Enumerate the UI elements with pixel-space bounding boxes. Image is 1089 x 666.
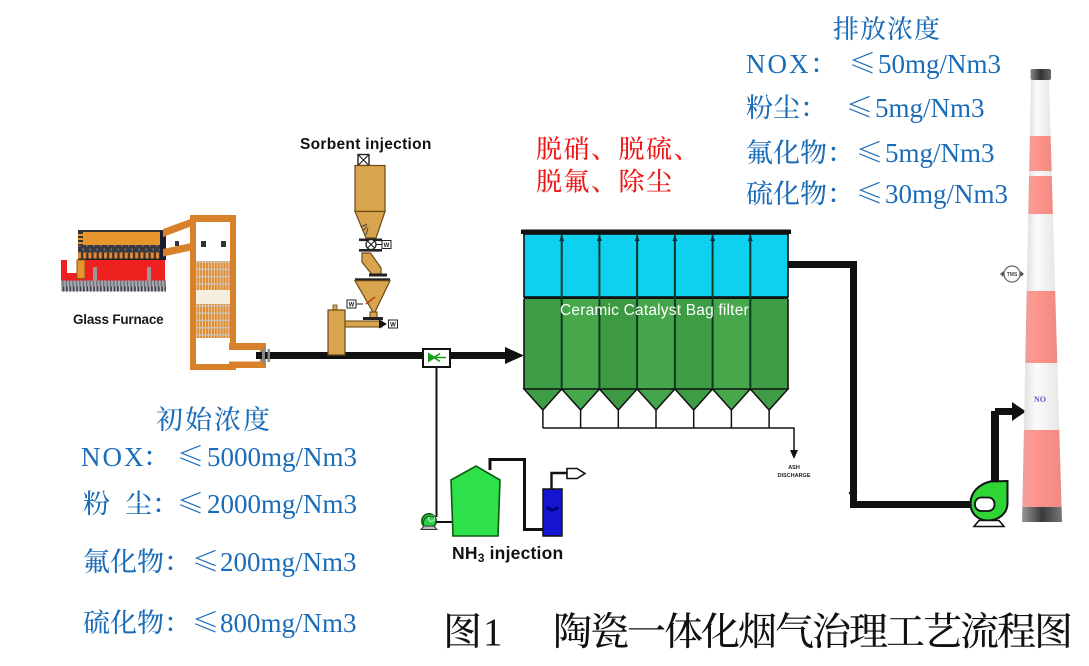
svg-text:5000mg/Nm3: 5000mg/Nm3 (207, 442, 357, 472)
svg-text:NH3 injection: NH3 injection (452, 543, 563, 565)
svg-text:ASH: ASH (788, 465, 800, 471)
svg-text:5mg/Nm3: 5mg/Nm3 (885, 138, 995, 168)
svg-text:200mg/Nm3: 200mg/Nm3 (220, 547, 357, 577)
svg-text:2000mg/Nm3: 2000mg/Nm3 (207, 489, 357, 519)
svg-text:TMS: TMS (1007, 272, 1018, 278)
svg-text:30mg/Nm3: 30mg/Nm3 (885, 179, 1008, 209)
svg-text:1: 1 (483, 611, 503, 654)
svg-text:Ceramic Catalyst Bag filter: Ceramic Catalyst Bag filter (560, 302, 749, 319)
svg-text:800mg/Nm3: 800mg/Nm3 (220, 608, 357, 638)
svg-text:NOX: NOX (746, 49, 811, 79)
svg-text:NOX: NOX (81, 442, 146, 472)
svg-text:W: W (384, 243, 390, 249)
svg-text:W: W (390, 323, 396, 329)
svg-text:50mg/Nm3: 50mg/Nm3 (878, 49, 1001, 79)
svg-text:5mg/Nm3: 5mg/Nm3 (875, 93, 985, 123)
svg-text:NO: NO (1034, 395, 1046, 404)
svg-text:Glass Furnace: Glass Furnace (73, 312, 164, 327)
svg-text:DISCHARGE: DISCHARGE (777, 473, 810, 479)
svg-text:W: W (349, 303, 355, 309)
svg-text:Sorbent injection: Sorbent injection (300, 136, 432, 153)
